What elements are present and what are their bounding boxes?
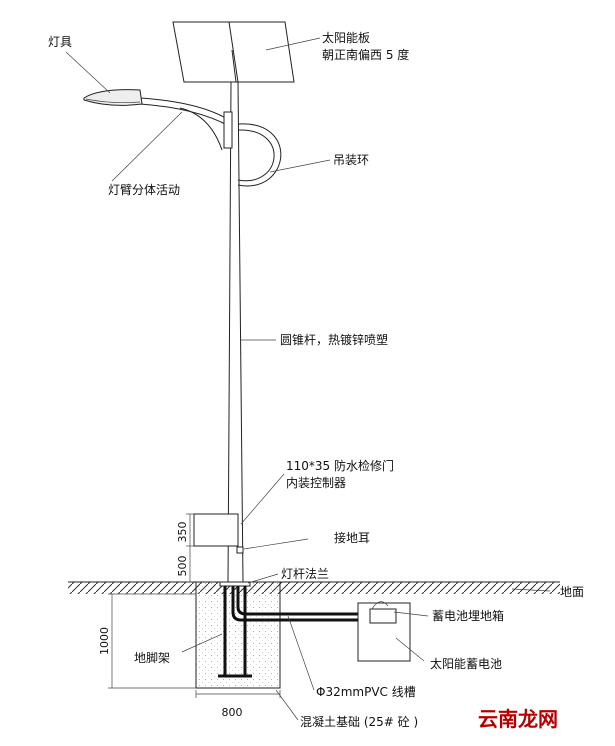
pole [227, 81, 244, 583]
label-door: 110*35 防水检修门 [286, 458, 394, 473]
pvc-conduit [231, 586, 362, 622]
label-arm: 灯臂分体活动 [108, 183, 180, 197]
label-battery-box: 蓄电池埋地箱 [432, 608, 504, 623]
label-hanging-ring: 吊装环 [333, 153, 369, 167]
label-ground-ear: 接地耳 [334, 530, 370, 545]
ground-surface [68, 581, 560, 594]
label-pole: 圆锥杆，热镀锌喷塑 [280, 332, 388, 347]
label-panel-orientation: 朝正南偏西 5 度 [322, 47, 409, 62]
lamp-arm [139, 97, 233, 151]
label-lamp: 灯具 [48, 35, 72, 49]
label-battery: 太阳能蓄电池 [430, 656, 502, 671]
label-solar-panel: 太阳能板 [322, 30, 370, 45]
hanging-ring [237, 123, 282, 187]
watermark: 云南龙网 [478, 707, 558, 731]
solar-panel [172, 21, 295, 83]
dim-door-height: 350 [176, 522, 189, 543]
lamp-head [83, 89, 143, 106]
label-conduit: Φ32mmPVC 线槽 [316, 685, 416, 699]
label-ground: 地面 [560, 585, 584, 599]
label-flange: 灯杆法兰 [281, 567, 329, 581]
label-controller: 内装控制器 [286, 476, 346, 490]
dimension-lines [108, 513, 281, 698]
label-anchor: 地脚架 [134, 650, 170, 665]
inspection-door [193, 513, 244, 554]
concrete-foundation [195, 581, 281, 689]
leader-lines [65, 37, 551, 721]
dim-door-offset: 500 [176, 556, 189, 577]
dim-depth: 1000 [98, 627, 111, 655]
battery-box [357, 601, 411, 662]
dim-width: 800 [222, 706, 243, 719]
label-foundation: 混凝土基础 (25# 砼 ) [300, 714, 418, 729]
